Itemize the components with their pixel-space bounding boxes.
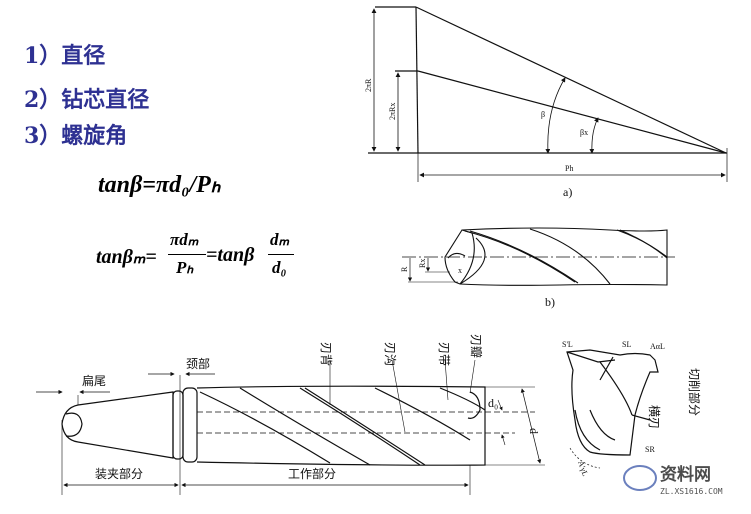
- label-a-gamma-l: A'γL: [576, 460, 590, 478]
- label-s-prime-l: S'L: [562, 340, 573, 349]
- label-r: R: [400, 266, 409, 272]
- list-item-helix-angle: 3）螺旋角: [24, 123, 128, 149]
- watermark-url: ZL.XS1616.COM: [660, 487, 723, 496]
- caption-a: a): [563, 185, 572, 199]
- fraction-bar: [168, 254, 206, 255]
- twist-drill-drawing: [36, 359, 545, 495]
- cutting-part-drawing: [566, 349, 659, 469]
- label-core-diameter: d₀: [488, 396, 498, 410]
- formula-denominator-2: d₀: [272, 258, 287, 277]
- formula-mid: =tanβ: [206, 244, 255, 266]
- list-item-diameter: 1）直径: [24, 43, 106, 69]
- label-flute: 刃沟: [383, 342, 397, 366]
- label-2piRx: 2πRx: [388, 103, 397, 120]
- label-cutting-part: 切削部分: [687, 368, 702, 416]
- label-margin: 刃带: [437, 342, 451, 366]
- caption-b: b): [545, 295, 555, 309]
- label-s-r: SR: [645, 445, 655, 454]
- label-beta: β: [541, 110, 545, 119]
- label-work-part: 工作部分: [288, 466, 336, 481]
- label-lip: 刃瓣: [469, 334, 483, 358]
- label-beta-x: βx: [580, 128, 588, 137]
- helix-development-diagram: [368, 6, 728, 182]
- label-x: x: [458, 266, 462, 275]
- label-chisel-edge: 横刃: [647, 405, 661, 429]
- label-2piR: 2πR: [364, 78, 373, 92]
- label-flat-tail: 扁尾: [82, 374, 106, 388]
- watermark-name: 资料网: [660, 464, 711, 485]
- watermark-icon: [623, 465, 657, 491]
- label-neck: 颈部: [186, 356, 210, 371]
- label-s-l: SL: [622, 340, 631, 349]
- formula-numerator-2: dₘ: [270, 230, 290, 249]
- fraction-bar-2: [268, 254, 294, 255]
- formula-helix-angle: tanβ=πd₀/Pₕ: [98, 172, 221, 198]
- label-diameter: d: [527, 428, 541, 434]
- label-land-back: 刃背: [319, 342, 333, 366]
- label-clamp-part: 装夹部分: [95, 466, 143, 481]
- drill-side-view-diagram: [402, 227, 675, 286]
- formula-denominator: Pₕ: [176, 258, 194, 277]
- label-ph: Ph: [565, 164, 573, 173]
- label-rx: Rx: [418, 259, 427, 268]
- watermark-logo: 资料网 ZL.XS1616.COM: [623, 464, 723, 496]
- label-a-alpha-l: AαL: [650, 342, 665, 351]
- list-item-core-diameter: 2）钻芯直径: [24, 87, 150, 113]
- formula-left: tanβₘ=: [96, 246, 157, 268]
- formula-numerator: πdₘ: [170, 230, 199, 249]
